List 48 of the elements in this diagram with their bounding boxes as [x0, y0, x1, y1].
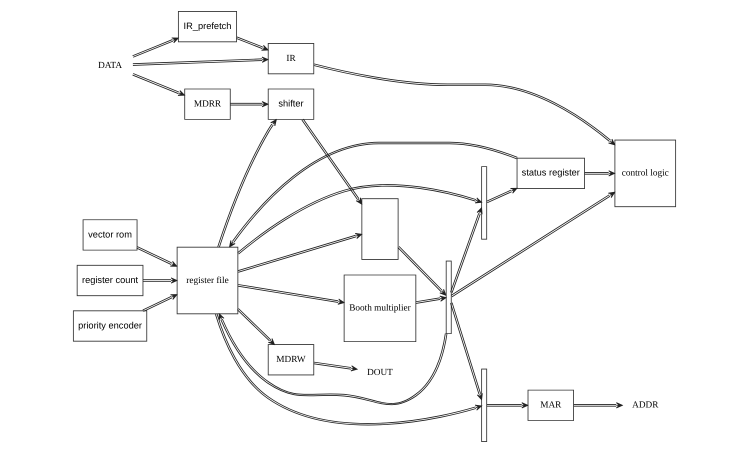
arrow — [450, 192, 615, 298]
node-text: DOUT — [366, 368, 392, 378]
arrow — [142, 294, 177, 312]
node-box: register file — [176, 246, 238, 314]
arrow — [486, 402, 528, 408]
node-bar — [445, 260, 452, 334]
arrow — [486, 188, 517, 204]
arrow — [450, 302, 482, 400]
node-box: Booth multiplier — [343, 274, 416, 342]
arrow — [572, 402, 622, 408]
arrow — [132, 73, 184, 96]
arrow — [396, 246, 446, 296]
arrow — [236, 308, 274, 345]
arrow — [312, 362, 358, 372]
node-box: IR — [267, 43, 314, 74]
node-box: MDRW — [267, 344, 314, 376]
node-bar — [480, 368, 487, 442]
arrow — [236, 184, 482, 255]
node-box: MDRR — [184, 88, 230, 120]
node-box: control logic — [614, 140, 676, 208]
arrow — [228, 142, 518, 248]
arrow — [312, 63, 615, 146]
arrow — [300, 118, 362, 205]
node-trapezoid — [360, 198, 398, 260]
node-text: DATA — [98, 60, 122, 71]
arrow — [450, 207, 482, 294]
node-box: IR_prefetch — [177, 10, 237, 42]
arrow — [136, 246, 177, 267]
arrow — [237, 284, 344, 305]
arrow — [236, 233, 362, 273]
arrow — [235, 36, 268, 51]
node-box: status register — [516, 158, 584, 189]
arrow — [216, 119, 276, 248]
node-bar — [480, 166, 487, 240]
arrow — [414, 296, 446, 304]
arrow — [132, 56, 268, 66]
node-box: MAR — [527, 390, 574, 421]
arrow — [132, 37, 178, 58]
node-box: priority encoder — [72, 310, 147, 342]
arrow — [584, 170, 615, 176]
arrow — [142, 277, 177, 284]
node-box: vector rom — [82, 219, 137, 251]
arrow — [218, 313, 447, 406]
node-box: register count — [76, 264, 143, 296]
arrow — [214, 313, 482, 426]
node-text: ADDR — [632, 400, 658, 411]
arrow — [230, 101, 268, 108]
node-box: shifter — [267, 88, 314, 120]
